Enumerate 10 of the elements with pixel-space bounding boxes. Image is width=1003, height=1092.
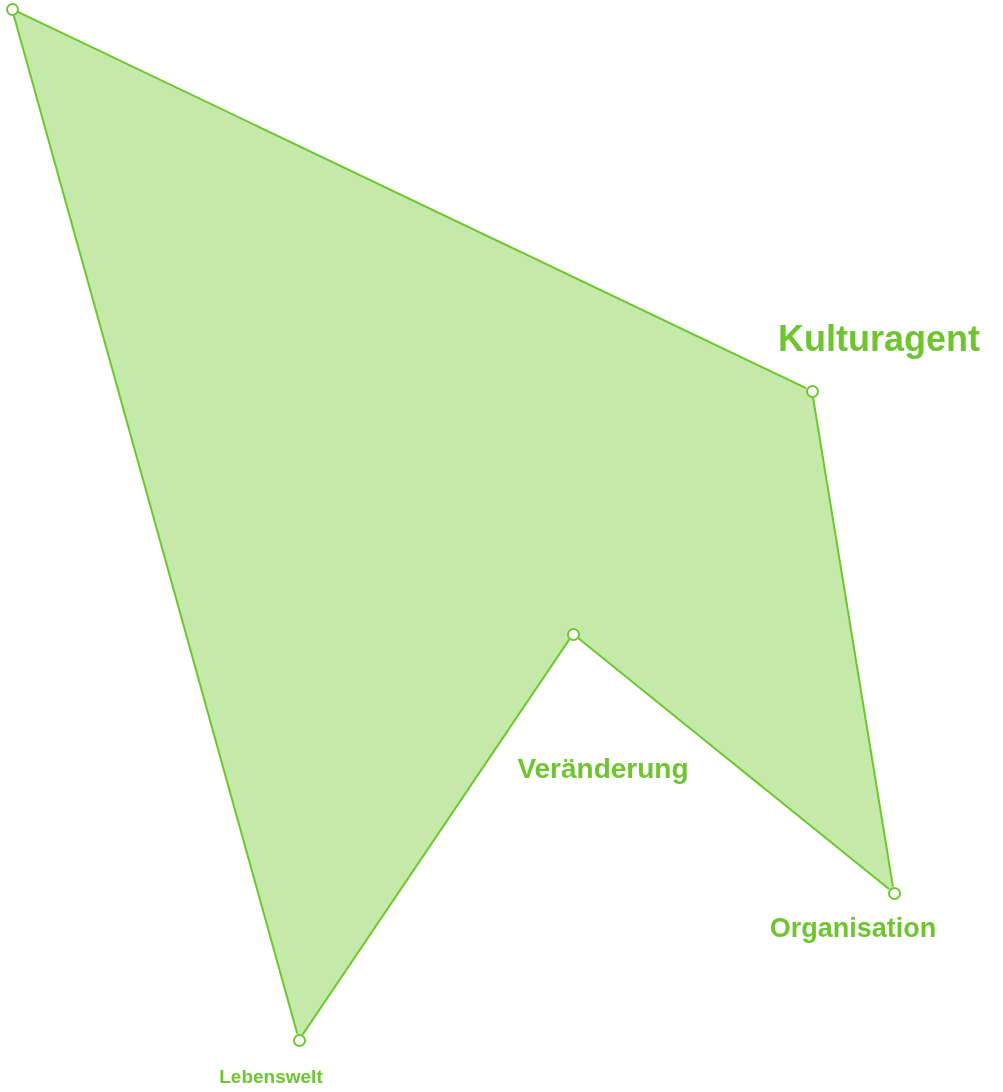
connector-line bbox=[12, 14, 299, 1035]
connector-line bbox=[577, 637, 890, 890]
vertex-label: Lebenswelt bbox=[219, 1066, 323, 1088]
vertex-point bbox=[5, 2, 19, 16]
connector-line bbox=[16, 10, 808, 390]
vertex-label: Kulturagent bbox=[778, 318, 980, 360]
area-label: Veränderung bbox=[517, 753, 689, 786]
vertex-label: Organisation bbox=[769, 913, 937, 945]
connector-line bbox=[812, 396, 894, 888]
connector-line bbox=[301, 638, 571, 1036]
